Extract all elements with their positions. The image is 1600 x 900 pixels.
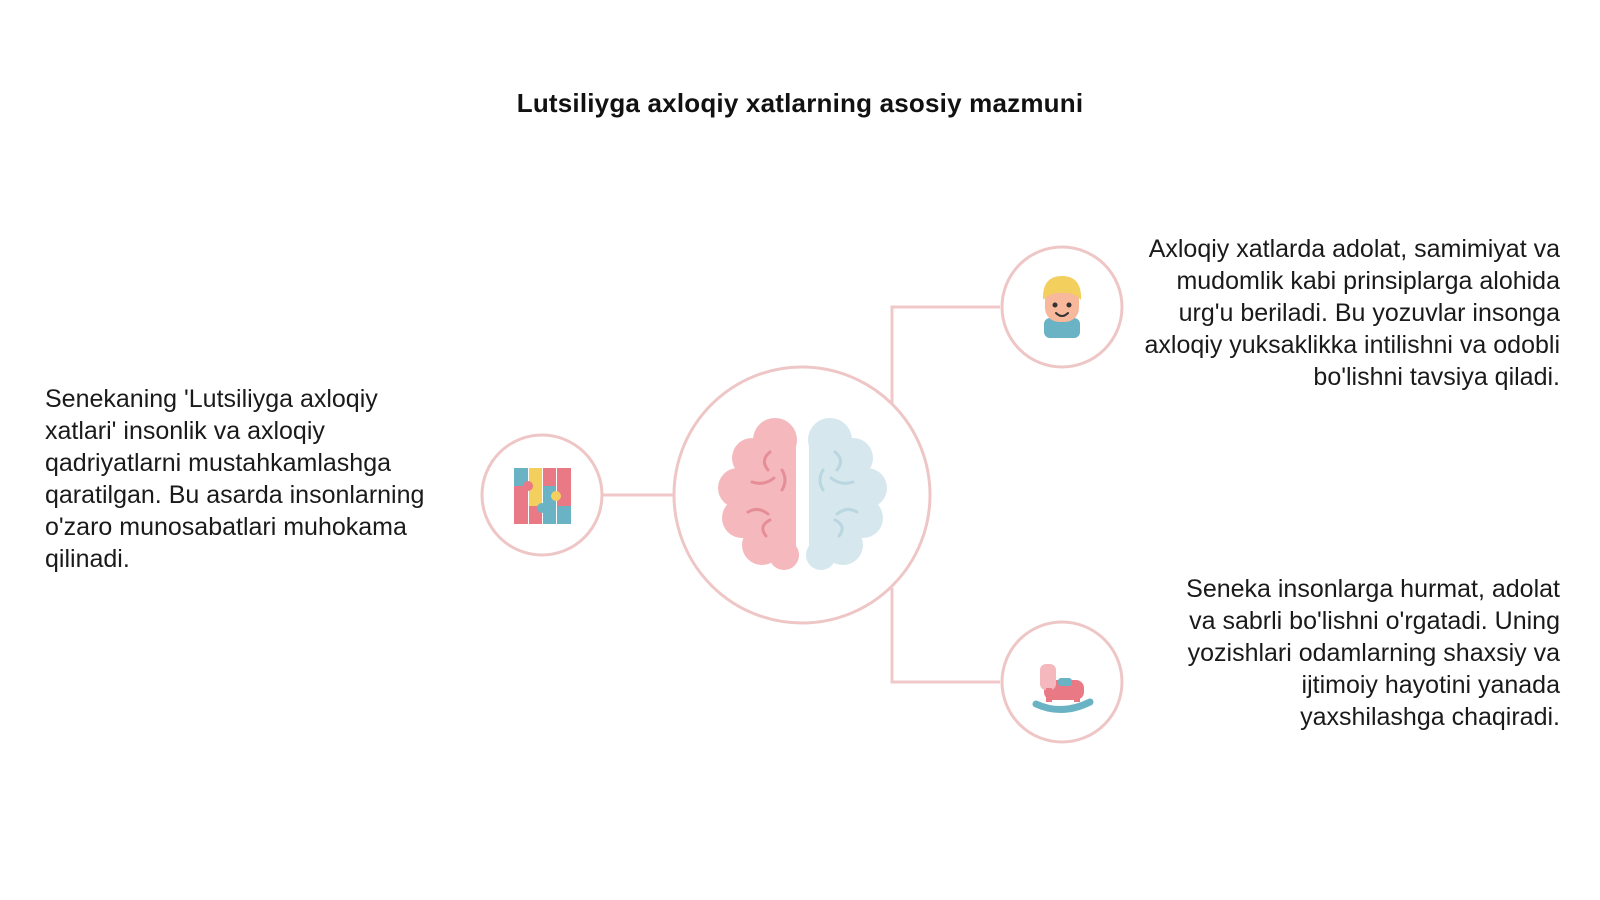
diagram-title: Lutsiliyga axloqiy xatlarning asosiy maz… <box>516 88 1084 118</box>
puzzle-icon <box>514 468 571 524</box>
right-top-node <box>1000 245 1124 369</box>
child-face-icon <box>1042 276 1082 338</box>
connector-right-bottom <box>890 588 1000 684</box>
left-node <box>480 433 604 557</box>
right-top-node-text: Axloqiy xatlarda adolat, samimiyat va mu… <box>1144 235 1560 391</box>
brain-icon <box>718 418 887 570</box>
right-bottom-node-text: Seneka insonlarga hurmat, adolat va sabr… <box>1186 575 1560 731</box>
left-node-text: Senekaning 'Lutsiliyga axloqiy xatlari' … <box>45 385 425 573</box>
connector-right-top <box>890 305 1000 405</box>
right-bottom-node <box>1000 620 1124 744</box>
center-node <box>672 365 932 625</box>
rocking-horse-icon <box>1032 664 1094 713</box>
connectors <box>601 305 1000 684</box>
